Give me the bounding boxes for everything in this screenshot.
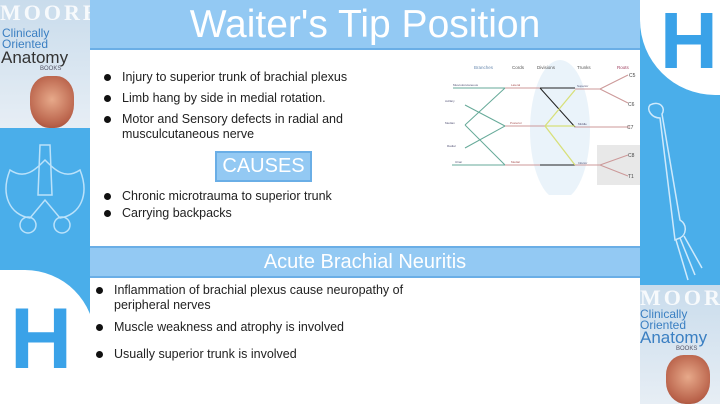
title-band: Waiter's Tip Position (90, 0, 640, 50)
branch-label: Ulnar (455, 160, 462, 164)
header-divisions: Divisions (537, 65, 556, 70)
slide: Waiter's Tip Position Injury to superior… (90, 0, 640, 404)
header-branches: Branches (474, 65, 494, 70)
pelvis-illustration (5, 144, 85, 234)
anatomy-face-image (666, 355, 710, 404)
list-item: Chronic microtrauma to superior trunk (100, 189, 340, 204)
brachial-plexus-diagram: Branches Cords Divisions Trunks Roots Mu… (445, 60, 640, 195)
list-item: Usually superior trunk is involved (92, 347, 452, 362)
branch-label: Axillary (445, 99, 455, 103)
h-logo-letter: H (10, 291, 73, 387)
book-cover-top-left: MOORE Clinically Oriented Anatomy BOOKS (0, 0, 90, 128)
book-title-line3: Anatomy (640, 328, 708, 347)
section-band: Acute Brachial Neuritis (90, 246, 640, 278)
slide-title: Waiter's Tip Position (189, 3, 541, 46)
trunk-label: Inferior (578, 161, 587, 165)
root-label: C8 (628, 153, 635, 159)
list-item: Carrying backpacks (100, 206, 340, 221)
cord-label: Posterior (510, 121, 522, 125)
causes-heading: CAUSES (215, 151, 312, 182)
h-logo-right: H (640, 0, 720, 95)
symptom-list: Injury to superior trunk of brachial ple… (100, 70, 390, 148)
header-roots: Roots (617, 65, 630, 70)
list-item: Inflammation of brachial plexus cause ne… (92, 283, 452, 313)
book-title-line4: BOOKS (40, 66, 62, 72)
list-item: Injury to superior trunk of brachial ple… (100, 70, 390, 85)
list-item: Limb hang by side in medial rotation. (100, 91, 390, 106)
neuritis-list: Inflammation of brachial plexus cause ne… (92, 283, 452, 368)
anatomy-face-image (30, 76, 74, 128)
root-label: C7 (627, 125, 634, 131)
bone-illustration (648, 102, 703, 281)
book-cover-bottom-right: MOORE Clinically Oriented Anatomy BOOKS (640, 285, 720, 404)
trunk-label: Superior (577, 84, 588, 88)
list-item: Muscle weakness and atrophy is involved (92, 320, 452, 335)
book-title-line2: Oriented (2, 37, 49, 51)
book-series: MOORE (640, 285, 720, 310)
book-title-line2: Oriented (640, 318, 687, 332)
book-series: MOORE (0, 0, 90, 25)
branch-label: Radial (447, 144, 456, 148)
cord-label: Lateral (511, 83, 521, 87)
header-cords: Cords (512, 65, 525, 70)
book-title-line1: Clinically (2, 26, 50, 40)
causes-list: Chronic microtrauma to superior trunk Ca… (100, 189, 340, 227)
root-label: T1 (628, 174, 634, 180)
root-label: C6 (628, 102, 635, 108)
root-label: C5 (629, 73, 636, 79)
book-title-line1: Clinically (640, 307, 688, 321)
branch-label: Musculocutaneous (453, 83, 479, 87)
section-title: Acute Brachial Neuritis (263, 251, 467, 273)
list-item: Motor and Sensory defects in radial and … (100, 112, 390, 142)
cord-label: Medial (511, 160, 520, 164)
branch-label: Median (445, 121, 455, 125)
book-title-line3: Anatomy (1, 48, 69, 67)
h-logo-left: H (0, 270, 95, 404)
header-trunks: Trunks (577, 65, 591, 70)
book-title-line4: BOOKS (676, 346, 698, 352)
h-logo-letter: H (660, 0, 718, 85)
trunk-label: Middle (578, 122, 587, 126)
